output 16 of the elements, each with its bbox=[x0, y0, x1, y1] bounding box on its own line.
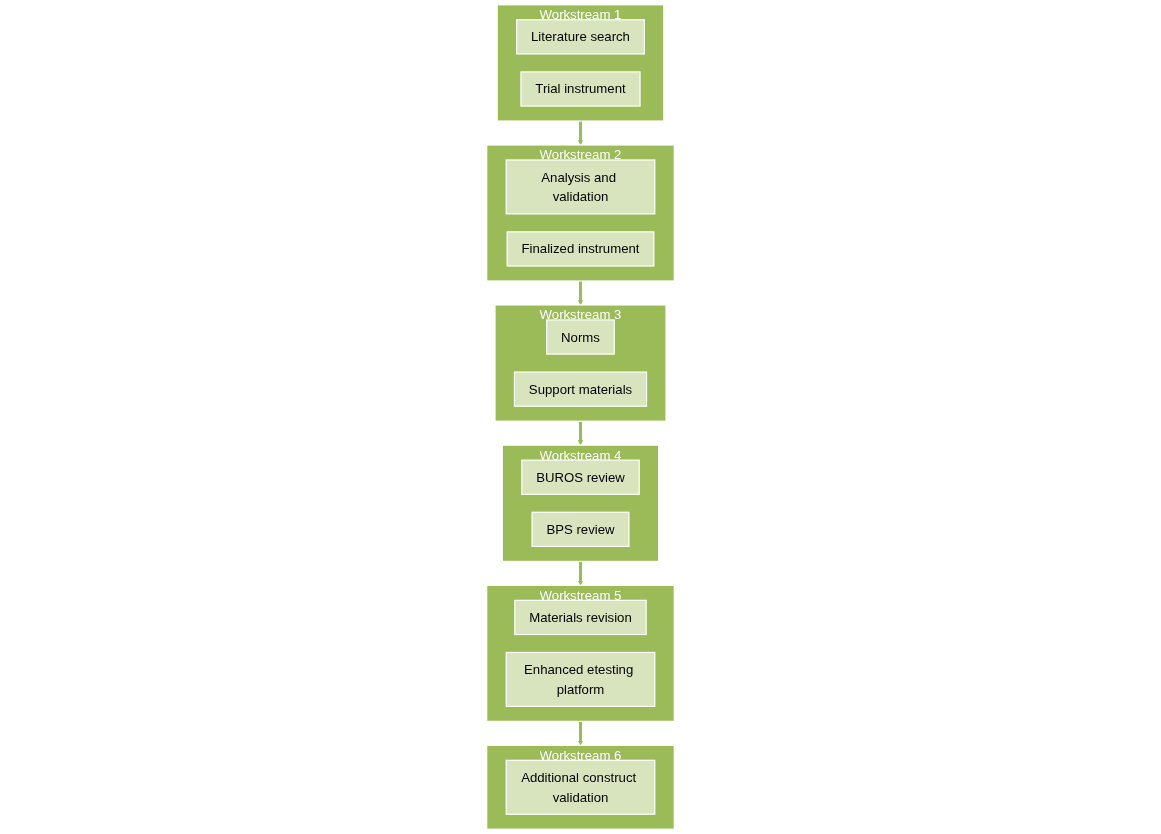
node-box: Literature search bbox=[516, 19, 645, 55]
node-box: Finalized instrument bbox=[506, 231, 655, 267]
arrow bbox=[577, 721, 584, 746]
arrow bbox=[577, 281, 584, 306]
arrow bbox=[577, 421, 584, 446]
node-box: BPS review bbox=[531, 511, 630, 547]
node-box: Materials revision bbox=[514, 599, 647, 636]
node-box: Enhanced etesting platform bbox=[505, 651, 656, 707]
node-box: Analysis and validation bbox=[505, 159, 656, 215]
node-box: Additional construct validation bbox=[505, 759, 656, 815]
node-box: Trial instrument bbox=[520, 71, 641, 107]
node-box: Support materials bbox=[513, 371, 648, 407]
arrow bbox=[577, 561, 584, 586]
arrow bbox=[577, 121, 584, 146]
node-box: Norms bbox=[546, 319, 615, 355]
node-box: BUROS review bbox=[521, 459, 640, 495]
